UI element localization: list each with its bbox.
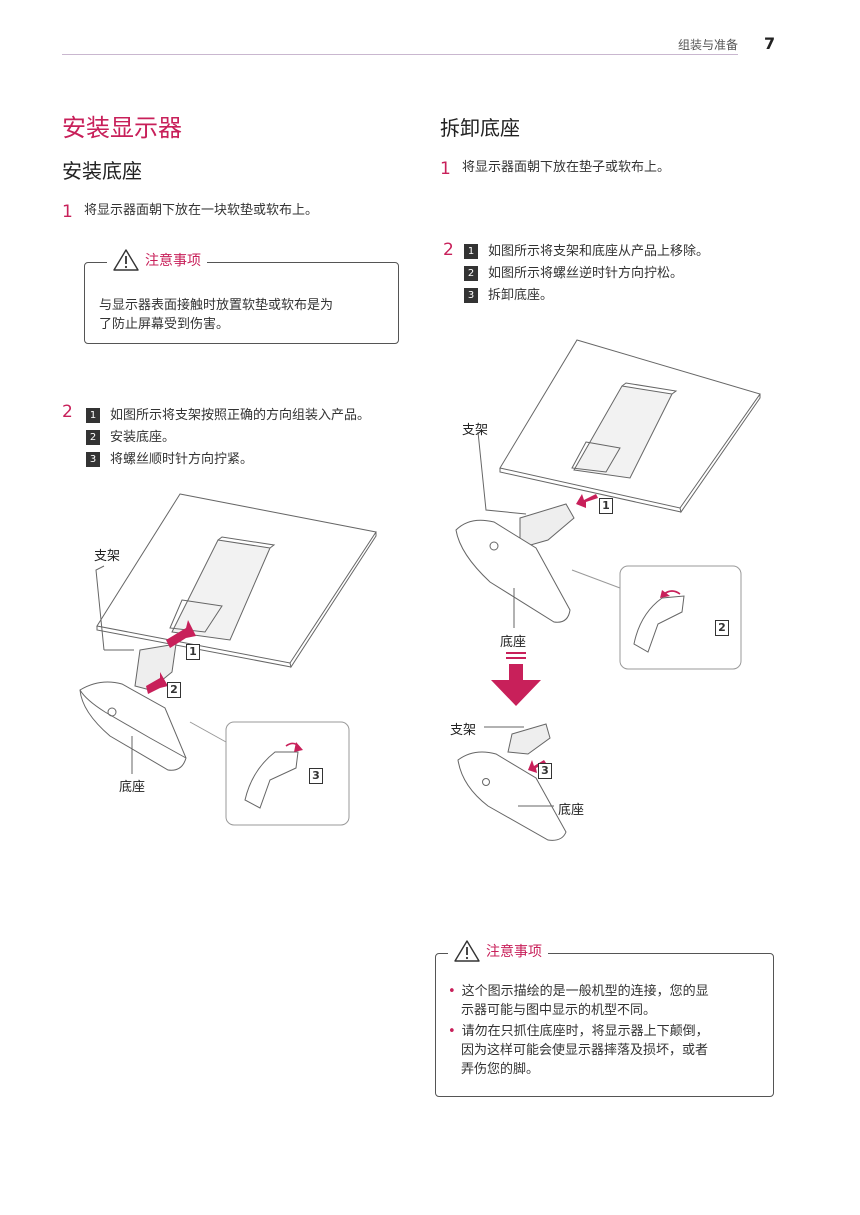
warning-icon [113, 249, 139, 271]
step-badge: 1 [86, 408, 100, 423]
caution-bullet: •请勿在只抓住底座时，将显示器上下颠倒， 因为这样可能会使显示器摔落及损坏，或者… [448, 1024, 709, 1077]
sub-step: 2 如图所示将螺丝逆时针方向拧松。 [464, 262, 683, 281]
sub-step: 1 如图所示将支架和底座从产品上移除。 [464, 240, 709, 259]
sub-step: 3 将螺丝顺时针方向拧紧。 [86, 448, 253, 467]
caution-bullet: •这个图示描绘的是一般机型的连接，您的显 示器可能与图中显示的机型不同。 [448, 984, 709, 1018]
sub-step: 1 如图所示将支架按照正确的方向组装入产品。 [86, 404, 370, 423]
step-badge: 1 [464, 244, 478, 259]
base-label: 底座 [500, 635, 527, 650]
stand-label: 支架 [462, 423, 489, 438]
figure-badge: 2 [715, 620, 729, 636]
sub-step-text: 如图所示将螺丝逆时针方向拧松。 [488, 266, 684, 281]
stand-label-detached: 支架 [450, 723, 477, 738]
caution-label: 注意事项 [145, 253, 201, 269]
page-number: 7 [764, 34, 776, 53]
step-number: 1 [62, 202, 73, 222]
step-badge: 3 [464, 288, 478, 303]
subsection-title-install-stand: 安装底座 [62, 159, 142, 183]
caution-line: 示器可能与图中显示的机型不同。 [461, 1003, 657, 1018]
caution-box: 注意事项 与显示器表面接触时放置软垫或软布是为 了防止屏幕受到伤害。 [84, 249, 399, 344]
figure-badge: 1 [599, 498, 613, 514]
step-badge: 2 [86, 430, 100, 445]
caution-text: 与显示器表面接触时放置软垫或软布是为 了防止屏幕受到伤害。 [99, 296, 333, 334]
caution-line: 因为这样可能会使显示器摔落及损坏，或者 [461, 1043, 709, 1058]
section-title: 安装显示器 [62, 114, 182, 142]
figure-badge: 3 [538, 763, 552, 779]
step-number: 2 [443, 240, 454, 260]
sub-step-text: 将螺丝顺时针方向拧紧。 [110, 452, 254, 467]
figure-badge: 1 [186, 644, 200, 660]
base-label-detached: 底座 [558, 803, 585, 818]
caution-line: 了防止屏幕受到伤害。 [99, 317, 230, 332]
figure-badge: 3 [309, 768, 323, 784]
sub-step-text: 如图所示将支架按照正确的方向组装入产品。 [110, 408, 371, 423]
sub-step: 3 拆卸底座。 [464, 284, 553, 303]
step-text: 将显示器面朝下放在垫子或软布上。 [462, 160, 671, 175]
caution-line: 请勿在只抓住底座时，将显示器上下颠倒， [461, 1024, 709, 1039]
caution-header: 注意事项 [107, 249, 207, 271]
caution-line: 这个图示描绘的是一般机型的连接，您的显 [461, 984, 709, 999]
caution-header: 注意事项 [448, 940, 548, 962]
step-badge: 2 [464, 266, 478, 281]
caution-line: 弄伤您的脚。 [461, 1062, 540, 1077]
sub-step-text: 如图所示将支架和底座从产品上移除。 [488, 244, 710, 259]
step-number: 2 [62, 402, 73, 422]
caution-label: 注意事项 [486, 944, 542, 960]
figure-badge: 2 [167, 682, 181, 698]
step-text: 将显示器面朝下放在一块软垫或软布上。 [84, 203, 319, 218]
step-badge: 3 [86, 452, 100, 467]
sub-step: 2 安装底座。 [86, 426, 175, 445]
step-number: 1 [440, 159, 451, 179]
caution-line: 与显示器表面接触时放置软垫或软布是为 [99, 298, 334, 313]
stand-label: 支架 [94, 549, 121, 564]
subsection-title-remove-stand: 拆卸底座 [440, 116, 520, 140]
sub-step-text: 安装底座。 [110, 430, 176, 445]
base-label: 底座 [119, 780, 146, 795]
caution-box: 注意事项 •这个图示描绘的是一般机型的连接，您的显 示器可能与图中显示的机型不同… [435, 940, 774, 1097]
warning-icon [454, 940, 480, 962]
header-rule [62, 54, 738, 55]
header-section-title: 组装与准备 [677, 38, 738, 52]
sub-step-text: 拆卸底座。 [488, 288, 554, 303]
